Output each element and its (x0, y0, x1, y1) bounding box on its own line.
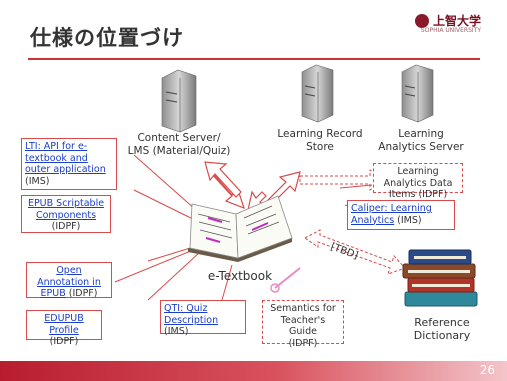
qti-link[interactable]: QTI: Quiz Description (164, 303, 219, 326)
la-data-items-box: Learning Analytics Data Items (IDPF) (373, 163, 463, 200)
arrow-semantics (270, 267, 301, 293)
page-title: 仕様の位置づけ (30, 26, 184, 50)
analytics-server-icon (401, 64, 434, 123)
footer-bar (0, 361, 507, 381)
analytics-server-label: Learning Analytics Server (378, 128, 464, 153)
arrow-etextbook-content-server (204, 161, 245, 210)
lrs-label: Learning Record Store (277, 128, 363, 153)
la-data-items-org: (IDPF) (418, 189, 448, 200)
reference-dictionary-label: Reference Dictionary (413, 316, 471, 342)
epub-scriptable-link[interactable]: EPUB Scriptable Components (27, 198, 105, 221)
caliper-link[interactable]: Caliper: Learning Analytics (351, 203, 432, 226)
open-annotation-box: Open Annotation in EPUB (IDPF) (26, 262, 112, 299)
logo-subtext: SOPHIA UNIVERSITY (420, 27, 481, 34)
semantics-text: Semantics for Teacher's Guide (270, 303, 336, 337)
lti-spec-link[interactable]: LTI: API for e-textbook and outer applic… (25, 141, 106, 175)
semantics-org: (IDPF) (288, 337, 318, 349)
page-number: 26 (479, 363, 495, 377)
open-annotation-link[interactable]: Open Annotation in EPUB (37, 265, 101, 299)
content-server-label: Content Server/ LMS (Material/Quiz) (127, 132, 231, 157)
etextbook-label: e-Textbook (207, 269, 273, 283)
semantics-box: Semantics for Teacher's Guide (IDPF) (262, 300, 344, 349)
la-data-items-text: Learning Analytics Data Items (383, 166, 453, 200)
qti-box: QTI: Quiz Description (IMS) (160, 300, 246, 337)
edupub-box: EDUPUB Profile (IDPF) (26, 310, 102, 347)
etextbook-book-icon (188, 195, 293, 262)
lti-spec-box: LTI: API for e-textbook and outer applic… (21, 138, 117, 190)
qti-org: (IMS) (164, 326, 189, 337)
seal-icon (414, 13, 429, 28)
university-logo: 上智大学 (414, 12, 481, 29)
open-annotation-org: (IDPF) (68, 288, 98, 299)
caliper-box: Caliper: Learning Analytics (IMS) (347, 200, 455, 230)
epub-scriptable-box: EPUB Scriptable Components (IDPF) (21, 195, 111, 233)
edupub-link[interactable]: EDUPUB Profile (44, 313, 84, 336)
content-server-icon (161, 69, 197, 133)
arrow-lrs-analytics (299, 169, 386, 191)
logo-text: 上智大学 (432, 14, 481, 28)
lti-org: (IMS) (25, 175, 50, 187)
epub-scriptable-org: (IDPF) (51, 221, 81, 232)
lrs-server-icon (301, 64, 334, 123)
title-divider (28, 58, 480, 60)
edupub-org: (IDPF) (49, 336, 79, 347)
caliper-org: (IMS) (397, 214, 422, 226)
reference-dictionary-icon (402, 249, 478, 307)
